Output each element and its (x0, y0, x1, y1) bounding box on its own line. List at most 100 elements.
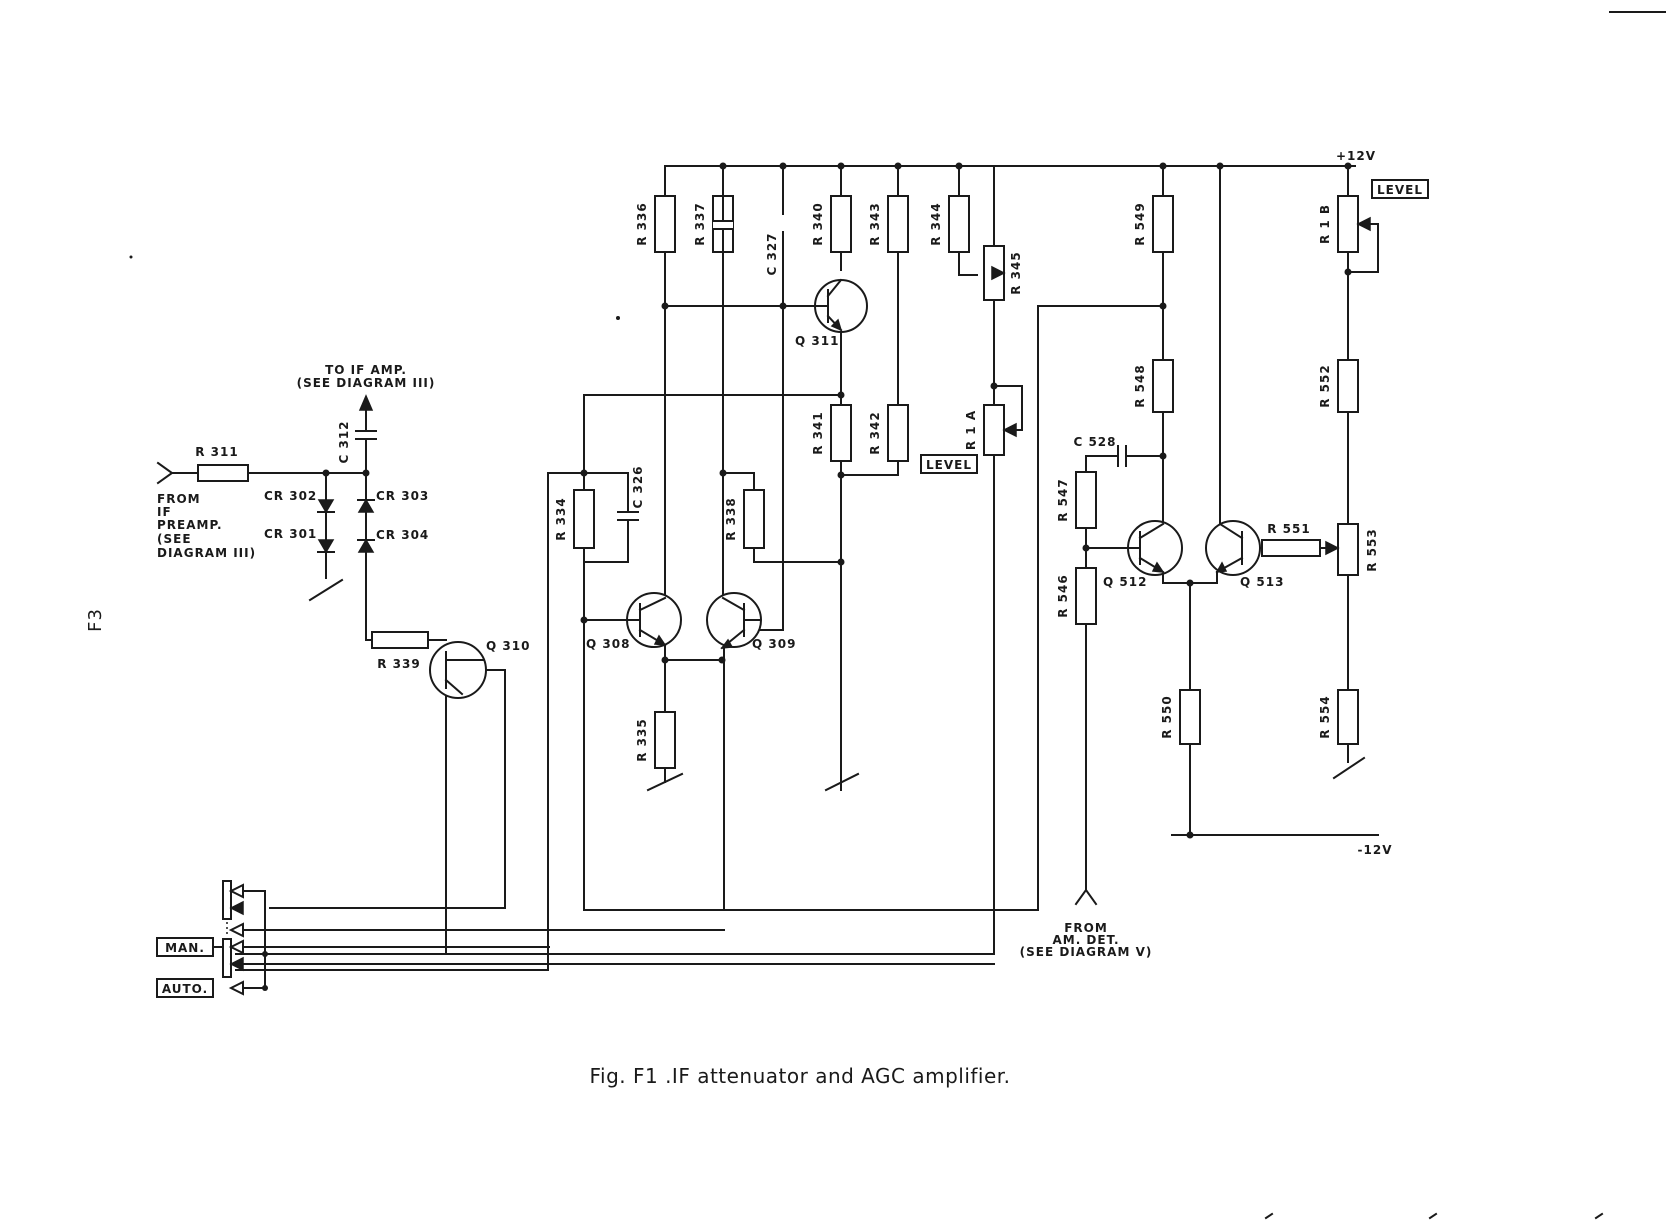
label-r335: R 335 (635, 718, 649, 761)
label-c326: C 326 (631, 465, 645, 508)
label-r339: R 339 (377, 657, 420, 671)
supply-negative-label: -12V (1358, 843, 1393, 857)
label-r551: R 551 (1267, 522, 1310, 536)
if-in-line-4: (SEE (157, 532, 192, 546)
diodes (317, 498, 375, 554)
transistor-q310-body (429, 641, 487, 699)
if-in-line-1: FROM (157, 492, 201, 506)
if-in-line-5: DIAGRAM III) (157, 546, 256, 560)
switch-assembly (156, 179, 1429, 998)
label-r343: R 343 (868, 202, 882, 245)
resistor-r340-body (830, 195, 852, 253)
resistor-r554-body (1337, 689, 1359, 745)
ground-symbols (308, 578, 1366, 792)
if-in-line-3: PREAMP. (157, 518, 223, 532)
label-q513: Q 513 (1240, 575, 1284, 589)
resistor-r549-body (1152, 195, 1174, 253)
auto-label-box (156, 978, 214, 998)
junction-dots (262, 162, 1352, 991)
label-r334: R 334 (554, 497, 568, 540)
page-label: F3 (85, 608, 106, 632)
level-label-2: LEVEL (1377, 183, 1423, 197)
label-c528: C 528 (1073, 435, 1116, 449)
if-out-line-1: TO IF AMP. (325, 363, 407, 377)
level-label-1: LEVEL (926, 458, 972, 472)
resistor-r553-body (1337, 523, 1359, 576)
r345-wiper-arrow (991, 265, 1006, 281)
resistor-r552-body (1337, 359, 1359, 413)
r1b-wiper-arrow (1356, 216, 1371, 232)
label-cr303: CR 303 (376, 489, 429, 503)
resistor-r334-body (573, 489, 595, 549)
label-r337: R 337 (693, 202, 707, 245)
label-r547: R 547 (1056, 478, 1070, 521)
label-r549: R 549 (1133, 202, 1147, 245)
level-box-2 (1371, 179, 1429, 199)
label-cr301: CR 301 (264, 527, 317, 541)
resistor-r336-body (654, 195, 676, 253)
resistor-r341-body (830, 404, 852, 462)
resistor-r311-body (197, 464, 249, 482)
resistor-r342-body (887, 404, 909, 462)
label-r336: R 336 (635, 202, 649, 245)
resistors (197, 195, 1371, 769)
label-r338: R 338 (724, 497, 738, 540)
label-cr302: CR 302 (264, 489, 317, 503)
label-r311: R 311 (195, 445, 238, 459)
label-q512: Q 512 (1103, 575, 1147, 589)
label-r553: R 553 (1365, 528, 1379, 571)
label-r344: R 344 (929, 202, 943, 245)
label-r342: R 342 (868, 411, 882, 454)
am-det-line-3: (SEE DIAGRAM V) (1020, 945, 1153, 959)
switch-lower-contact (222, 938, 232, 978)
label-r546: R 546 (1056, 574, 1070, 617)
transistor-q513-body (1205, 520, 1261, 576)
auto-label: AUTO. (162, 982, 208, 996)
label-r1b: R 1 B (1318, 204, 1332, 244)
labels: +12V -12V LEVEL LEVEL MAN. AUTO. FROM IF… (157, 149, 1423, 996)
resistor-r550-body (1179, 689, 1201, 745)
resistor-r551-body (1261, 539, 1321, 557)
if-in-line-2: IF (157, 505, 172, 519)
resistor-r335-body (654, 711, 676, 769)
label-r554: R 554 (1318, 695, 1332, 738)
r1a-wiper-arrow (1002, 422, 1017, 438)
resistor-r344-body (948, 195, 970, 253)
resistor-r339-body (371, 631, 429, 649)
man-label: MAN. (165, 941, 205, 955)
resistor-r1a-body (983, 404, 1005, 456)
label-q308: Q 308 (586, 637, 630, 651)
level-box-1 (920, 454, 978, 474)
r553-wiper-arrow (1325, 540, 1340, 556)
label-r345: R 345 (1009, 251, 1023, 294)
scan-specks (129, 255, 1604, 1220)
label-q310: Q 310 (486, 639, 530, 653)
if-out-line-2: (SEE DIAGRAM III) (297, 376, 436, 390)
label-r340: R 340 (811, 202, 825, 245)
label-q311: Q 311 (795, 334, 839, 348)
capacitors (355, 165, 1135, 529)
figure-caption: Fig. F1 .IF attenuator and AGC amplifier… (589, 1064, 1010, 1088)
wiring (171, 165, 1379, 971)
am-det-line-1: FROM (1064, 921, 1108, 935)
resistor-r547-body (1075, 471, 1097, 529)
label-q309: Q 309 (752, 637, 796, 651)
resistor-r343-body (887, 195, 909, 253)
resistor-r548-body (1152, 359, 1174, 413)
label-r552: R 552 (1318, 364, 1332, 407)
supply-positive-label: +12V (1336, 149, 1376, 163)
label-cr304: CR 304 (376, 528, 429, 542)
label-c312: C 312 (337, 420, 351, 463)
label-r1a: R 1 A (964, 410, 978, 450)
label-c327: C 327 (765, 232, 779, 275)
io-symbols (156, 394, 1098, 906)
label-r550: R 550 (1160, 695, 1174, 738)
label-r341: R 341 (811, 411, 825, 454)
transistors (429, 278, 1261, 699)
label-r548: R 548 (1133, 364, 1147, 407)
switch-upper-contact (222, 880, 232, 920)
am-det-line-2: AM. DET. (1052, 933, 1119, 947)
resistor-r546-body (1075, 567, 1097, 625)
resistor-r1b-body (1337, 195, 1359, 253)
